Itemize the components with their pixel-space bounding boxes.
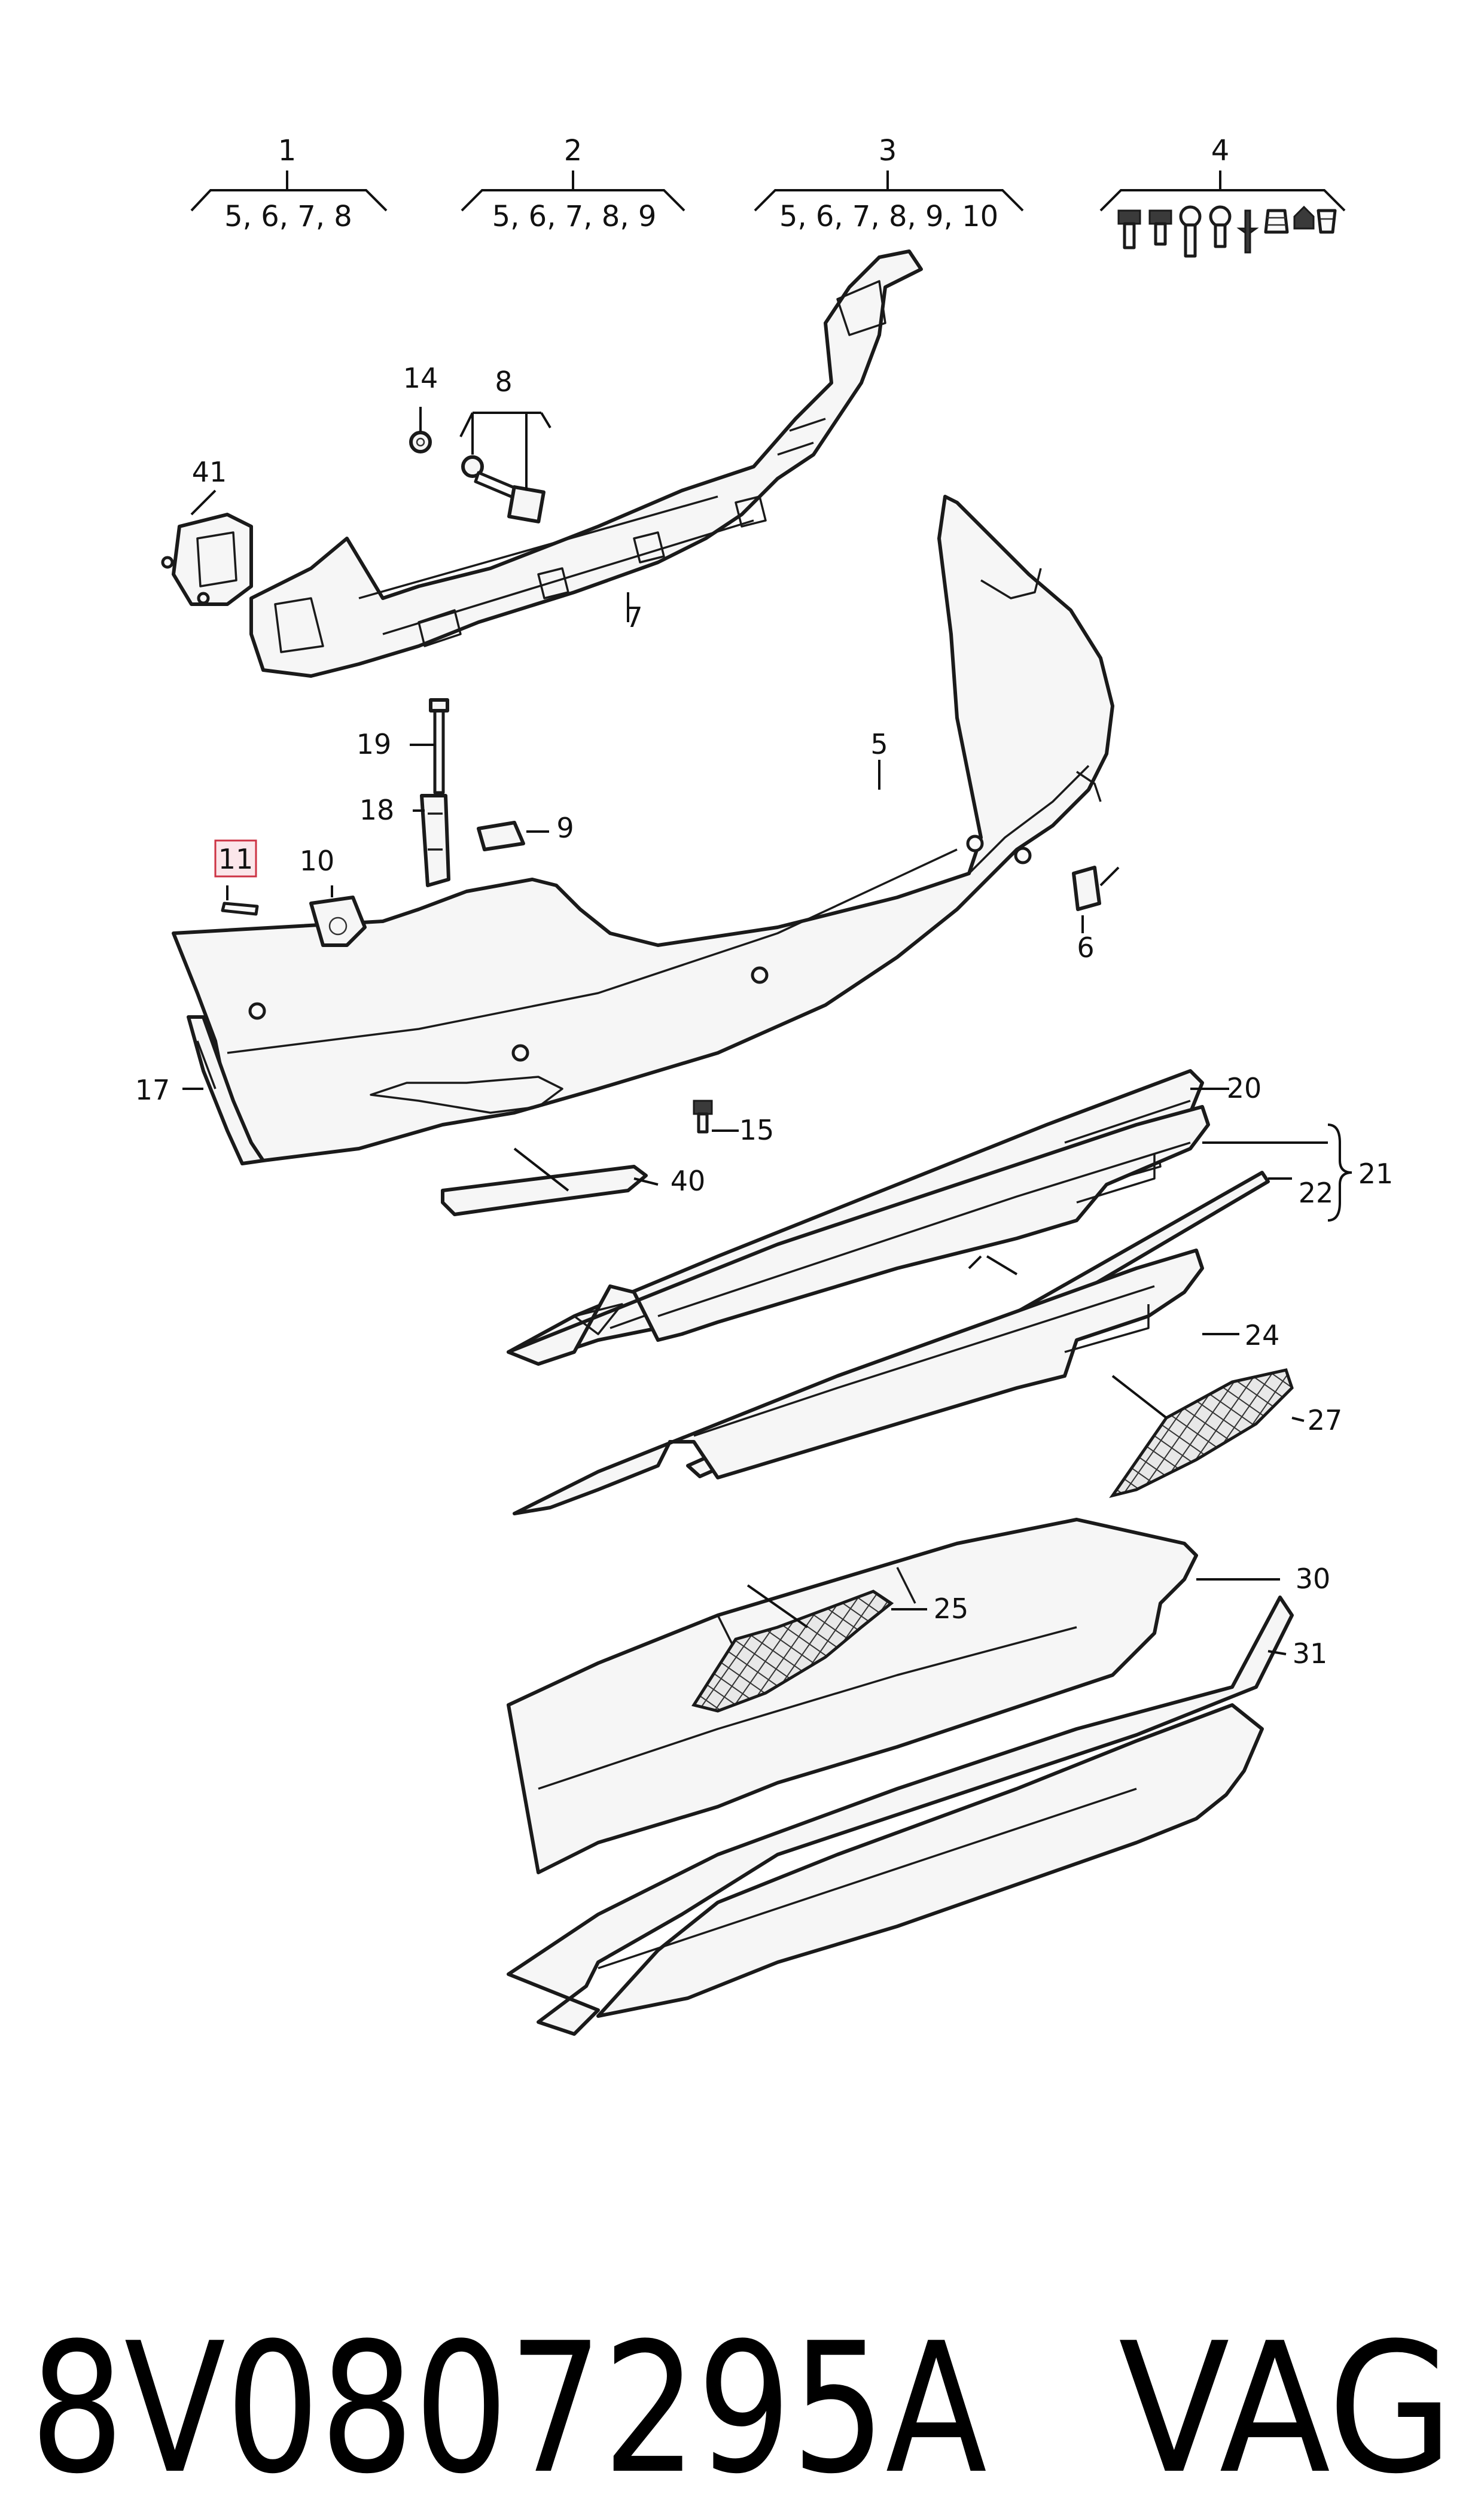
callout-15: 15 [739,1114,775,1146]
group-4-number: 4 [1211,134,1230,168]
footer: 8V0807295A VAG [30,2304,1453,2513]
screw-15 [693,1100,713,1134]
callout-7: 7 [625,601,642,634]
bumper-cover [172,495,1114,1162]
callout-24: 24 [1245,1319,1280,1351]
group-2-contents: 5, 6, 7, 8, 9 [492,200,657,233]
diffuser-30 [507,1518,1198,1874]
tow-cover-6 [1072,866,1101,911]
brand-name: VAG [1119,2304,1453,2513]
group-header-1: 1 5, 6, 7, 8 [190,134,388,233]
impact-beam [249,249,923,678]
callout-5: 5 [870,728,888,760]
part-number: 8V0807295A [30,2304,988,2513]
callout-30: 30 [1296,1563,1331,1595]
callout-8: 8 [495,366,512,398]
grille-27 [1109,1368,1294,1499]
callout-25: 25 [934,1593,969,1625]
bolt-8 [461,455,546,523]
group-3-number: 3 [879,134,897,168]
callout-22: 22 [1299,1177,1334,1209]
bracket-41 [161,513,253,606]
callout-21: 21 [1358,1158,1394,1190]
callout-41: 41 [192,456,227,488]
callout-14: 14 [403,362,438,394]
nut-14 [409,431,432,453]
group-1-number: 1 [278,134,297,168]
group-header-2: 2 5, 6, 7, 8, 9 [461,134,685,233]
callout-40: 40 [671,1165,706,1197]
callout-9: 9 [556,812,574,844]
callout-10: 10 [300,845,335,877]
callout-19: 19 [356,728,392,760]
leader-lines [182,407,1352,1655]
callout-labels: 14 8 41 7 5 6 11 10 18 19 9 15 17 40 20 … [135,362,1394,1670]
group-1-contents: 5, 6, 7, 8 [224,200,352,233]
bracket-10 [309,896,367,947]
side-strip-17 [187,1015,265,1165]
bolt-19 [429,698,449,794]
grille-25 [691,1590,894,1713]
diffuser-24 [513,1249,1204,1515]
highlighted-callout-box [214,839,257,878]
callout-20: 20 [1227,1072,1262,1104]
group-3-contents: 5, 6, 7, 8, 9, 10 [779,200,998,233]
group-header-4: 4 [1099,134,1346,258]
trim-40 [441,1165,648,1216]
diffuser-31 [507,1596,1294,2036]
diffuser-21 [507,1105,1210,1366]
callout-6: 6 [1077,931,1094,964]
reflector-11 [221,902,259,916]
callout-31: 31 [1293,1637,1328,1670]
callout-17: 17 [135,1074,170,1106]
callout-27: 27 [1308,1404,1343,1436]
group-header-3: 3 5, 6, 7, 8, 9, 10 [754,134,1024,233]
bracket-18 [420,794,450,887]
fastener-icons [1117,205,1337,258]
group-2-number: 2 [564,134,583,168]
callout-11: 11 [218,843,254,875]
callout-18: 18 [359,794,395,826]
clip-9 [477,821,525,851]
